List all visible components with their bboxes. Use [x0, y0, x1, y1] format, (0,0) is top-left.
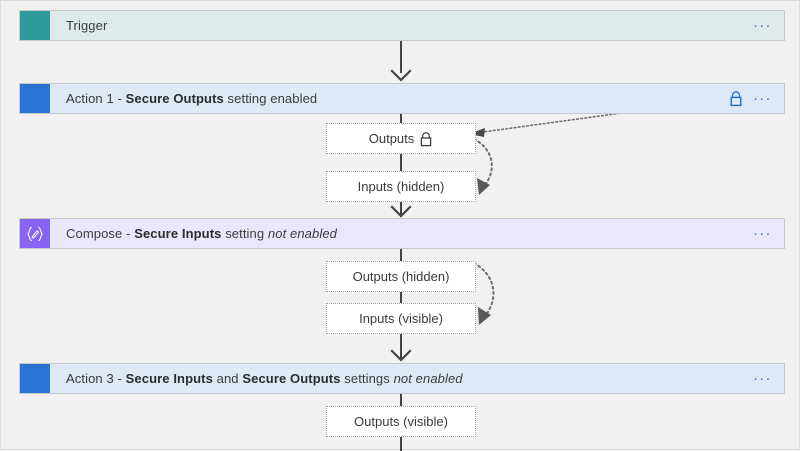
connector-outputs-to-inputs-2	[400, 292, 402, 304]
compose-braces-pencil-icon	[27, 226, 43, 241]
io-box-action1-inputs[interactable]: Inputs (hidden)	[326, 171, 476, 202]
compose-actions: ...	[753, 222, 784, 240]
compose-label-part-4: not enabled	[267, 226, 337, 241]
action-3-label-part-4: Secure Outputs	[242, 371, 341, 386]
action-1-accent-icon	[20, 84, 50, 113]
connector-compose-to-action3	[400, 334, 402, 360]
compose-label: Compose - Secure Inputs setting not enab…	[50, 226, 753, 241]
action-3-label-part-3: and	[212, 371, 243, 386]
action-3-accent-icon	[20, 364, 50, 393]
trigger-menu-button[interactable]: ...	[753, 14, 772, 31]
io-box-action3-outputs-label: Outputs (visible)	[354, 414, 448, 429]
io-box-compose-outputs-label: Outputs (hidden)	[352, 269, 450, 284]
connector-trigger-to-action1	[400, 41, 402, 73]
action-1-menu-button[interactable]: ...	[753, 87, 772, 104]
connector-compose-to-outputs	[400, 249, 402, 262]
compose-label-part-2: Secure Inputs	[134, 226, 222, 241]
arrowhead-compose-to-action3	[390, 349, 412, 362]
action-1-label-part-2: Secure Outputs	[125, 91, 224, 106]
compose-label-part-3: setting	[221, 226, 268, 241]
arrowhead-action1-to-compose	[390, 205, 412, 218]
connector-action3-outputs-down	[400, 437, 402, 451]
node-action-3[interactable]: Action 3 - Secure Inputs and Secure Outp…	[19, 363, 785, 394]
trigger-actions: ...	[753, 14, 784, 32]
node-trigger[interactable]: Trigger ...	[19, 10, 785, 41]
action-3-label-part-6: not enabled	[393, 371, 463, 386]
node-action-1[interactable]: Action 1 - Secure Outputs setting enable…	[19, 83, 785, 114]
compose-accent-icon	[20, 219, 50, 248]
node-compose[interactable]: Compose - Secure Inputs setting not enab…	[19, 218, 785, 249]
action-3-label-part-2: Secure Inputs	[125, 371, 213, 386]
trigger-accent-icon	[20, 11, 50, 40]
io-box-action1-outputs-label: Outputs	[368, 131, 415, 146]
connector-action1-to-compose	[400, 202, 402, 217]
compose-menu-button[interactable]: ...	[753, 222, 772, 239]
connector-action3-to-outputs	[400, 394, 402, 406]
trigger-label-text: Trigger	[66, 18, 108, 33]
compose-label-part-1: Compose -	[66, 226, 135, 241]
io-box-action1-inputs-label: Inputs (hidden)	[357, 179, 445, 194]
action-1-actions: ...	[729, 87, 784, 107]
action-3-actions: ...	[753, 367, 784, 385]
connector-outputs-to-inputs-1	[400, 154, 402, 171]
action-3-label: Action 3 - Secure Inputs and Secure Outp…	[50, 371, 753, 386]
action-1-label-part-1: Action 1 -	[66, 91, 126, 106]
trigger-label: Trigger	[50, 18, 753, 33]
io-box-action1-outputs[interactable]: Outputs	[326, 123, 476, 154]
action-1-label-part-3: setting enabled	[223, 91, 318, 106]
action-3-label-part-5: settings	[340, 371, 394, 386]
io-box-compose-outputs[interactable]: Outputs (hidden)	[326, 261, 476, 292]
connector-action1-to-outputs	[400, 114, 402, 124]
io-box-action3-outputs[interactable]: Outputs (visible)	[326, 406, 476, 437]
lock-icon	[730, 91, 742, 107]
lock-icon	[421, 131, 432, 146]
action-3-menu-button[interactable]: ...	[753, 367, 772, 384]
io-box-compose-inputs[interactable]: Inputs (visible)	[326, 303, 476, 334]
action-1-label: Action 1 - Secure Outputs setting enable…	[50, 91, 729, 106]
arrowhead-trigger-to-action1	[390, 69, 412, 82]
io-box-compose-inputs-label: Inputs (visible)	[359, 311, 443, 326]
action-3-label-part-1: Action 3 -	[66, 371, 126, 386]
